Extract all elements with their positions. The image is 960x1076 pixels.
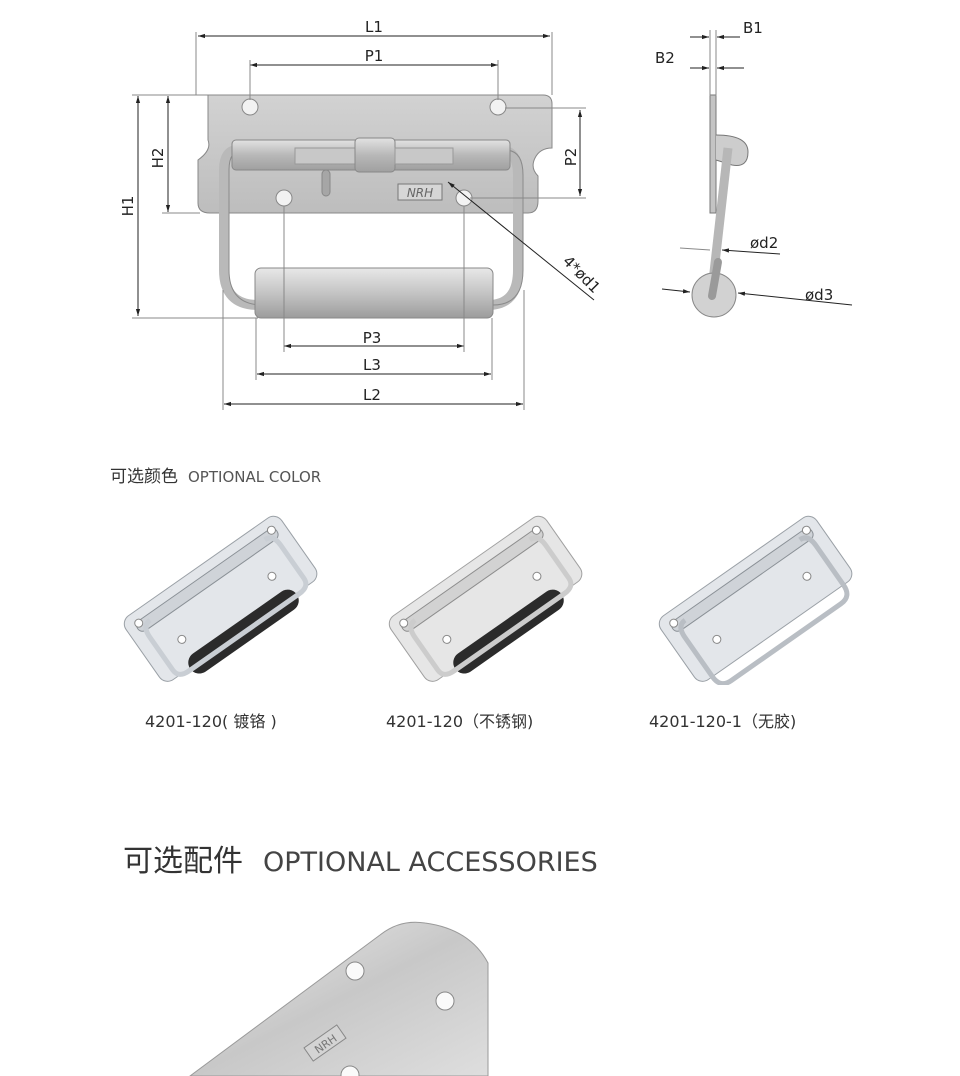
brand-logo-text: NRH [407,186,433,200]
optional-accessories-title-en: OPTIONAL ACCESSORIES [263,847,598,878]
caption-stainless: 4201-120（不锈钢) [386,712,534,731]
optional-accessories-heading: 可选配件 OPTIONAL ACCESSORIES [123,836,598,880]
backplate-hole [345,961,365,981]
optional-accessories-title-cn: 可选配件 [123,844,243,879]
product-photo-no-grip [658,515,853,685]
mounting-hole [455,189,473,207]
caption-no-grip: 4201-120-1（无胶) [649,712,797,731]
mounting-hole [489,98,507,116]
side-view: B1 B2 ød2 ød3 [655,19,853,318]
mounting-hole [275,189,293,207]
dim-label-d2: ød2 [750,234,778,252]
product-photo-stainless [388,515,583,682]
mounting-hole [241,98,259,116]
optional-color-heading: 可选颜色 OPTIONAL COLOR [110,462,321,487]
front-view: NRH [119,18,604,410]
accessory-backplate-photo: NRH [189,921,489,1076]
dim-label-p1: P1 [365,47,384,65]
dim-label-b2: B2 [655,49,675,67]
side-plate [709,94,717,214]
caption-chrome: 4201-120( 镀铬 ) [145,712,277,731]
backplate-hole [435,991,455,1011]
dim-label-l2: L2 [363,386,381,404]
backplate-hole [340,1065,360,1076]
brand-logo [397,183,443,201]
backplate-logo [303,1024,347,1062]
dim-label-b1: B1 [743,19,763,37]
dim-label-h1: H1 [119,196,137,217]
dim-label-p2: P2 [562,148,580,167]
dim-label-l1: L1 [365,18,383,36]
dim-label-d3: ød3 [805,286,833,304]
dim-label-h2: H2 [149,148,167,169]
dim-label-l3: L3 [363,356,381,374]
dim-label-p3: P3 [363,329,382,347]
optional-color-title-cn: 可选颜色 [110,467,178,487]
optional-color-title-en: OPTIONAL COLOR [188,468,322,486]
grip-tube [254,267,494,319]
technical-drawing: NRH [119,18,853,410]
product-photo-chrome [123,515,318,682]
